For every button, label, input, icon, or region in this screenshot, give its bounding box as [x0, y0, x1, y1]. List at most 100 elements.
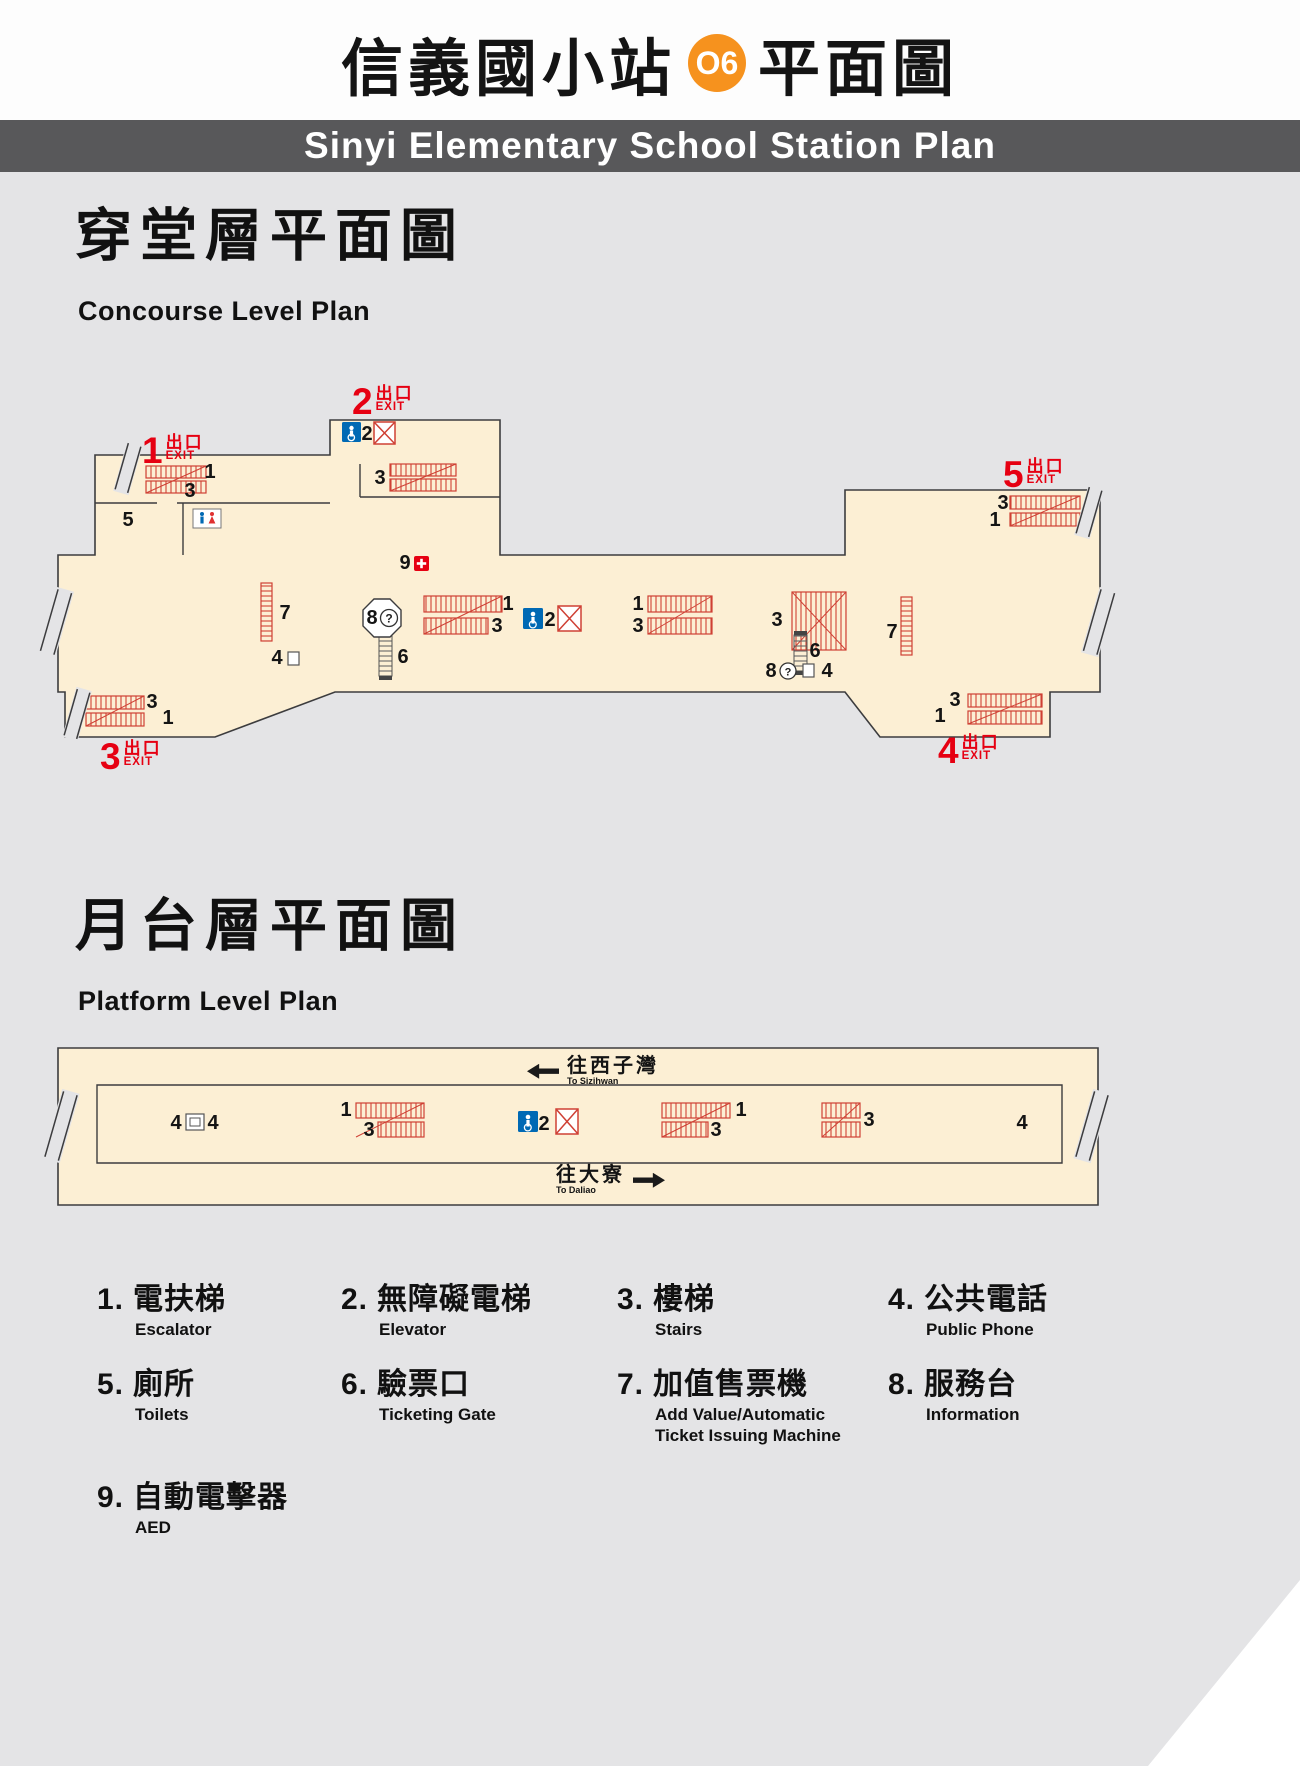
- plan-number-marker: 6: [397, 646, 409, 668]
- plan-number-marker: 3: [184, 480, 196, 502]
- stairs-icon: [821, 1102, 861, 1138]
- subtitle-text: Sinyi Elementary School Station Plan: [304, 125, 996, 166]
- plan-number-marker: 7: [886, 621, 898, 643]
- plan-number-marker: 1: [934, 705, 946, 727]
- legend-item-elevator: 2.無障礙電梯 Elevator: [341, 1283, 533, 1339]
- legend-item-escalator: 1.電扶梯 Escalator: [97, 1283, 227, 1339]
- public-phone-icon: [802, 663, 815, 678]
- legend-item-information: 8.服務台 Information: [888, 1368, 1020, 1424]
- plan-number-marker: 7: [279, 602, 291, 624]
- information-counter-icon: ?: [362, 598, 402, 638]
- page-title: 信義國小站 O6 平面圖: [0, 18, 1300, 108]
- plan-number-marker: 3: [997, 492, 1009, 514]
- concourse-heading-en: Concourse Level Plan: [78, 296, 371, 326]
- title-zh-left: 信義國小站: [340, 35, 676, 104]
- left-arrow-icon: [527, 1063, 559, 1079]
- legend-item-ticketing-gate: 6.驗票口 Ticketing Gate: [341, 1368, 496, 1424]
- plan-number-marker: 1: [162, 707, 174, 729]
- plan-number-marker: 2: [544, 609, 556, 631]
- plan-number-marker: 1: [989, 509, 1001, 531]
- plan-number-marker: 5: [122, 509, 134, 531]
- plan-number-marker: 3: [949, 689, 961, 711]
- break-mark: [113, 440, 143, 496]
- plan-number-marker: 8: [366, 607, 378, 629]
- plan-number-marker: 2: [538, 1113, 550, 1135]
- plan-number-marker: 4: [207, 1112, 219, 1134]
- ticket-machine-icon: [260, 582, 273, 642]
- legend-item-aed: 9.自動電擊器 AED: [97, 1481, 289, 1537]
- concourse-heading-zh: 穿堂層平面圖: [75, 204, 465, 268]
- escalator-icon: [355, 1102, 425, 1138]
- plan-number-marker: 3: [863, 1109, 875, 1131]
- stairs-icon: [661, 1102, 731, 1138]
- elevator-shaft-icon: [555, 1108, 579, 1135]
- break-mark: [1074, 484, 1104, 540]
- concourse-floor-outline: [57, 419, 1101, 738]
- aed-icon: [414, 556, 429, 571]
- toilets-icon: [192, 508, 222, 529]
- plan-number-marker: 3: [363, 1119, 375, 1141]
- elevator-icon: [342, 422, 361, 442]
- direction-to-sizihwan: 往西子灣 To Sizihwan: [527, 1056, 659, 1086]
- plan-number-marker: 3: [710, 1119, 722, 1141]
- elevator-shaft-icon: [373, 421, 396, 445]
- elevator-icon: [523, 608, 543, 629]
- information-counter-icon: ?: [779, 662, 797, 680]
- break-mark: [1073, 1088, 1111, 1164]
- plan-number-marker: 4: [170, 1112, 182, 1134]
- legend-item-ticket-machine: 7.加值售票機 Add Value/Automatic Ticket Issui…: [617, 1368, 841, 1446]
- subtitle-bar: Sinyi Elementary School Station Plan: [0, 120, 1300, 172]
- plan-number-marker: 1: [204, 461, 216, 483]
- public-phone-icon: [185, 1113, 205, 1131]
- escalator-icon: [967, 693, 1043, 725]
- plan-number-marker: 4: [1016, 1112, 1028, 1134]
- ticket-machine-icon: [900, 596, 913, 656]
- plan-number-marker: 3: [374, 467, 386, 489]
- title-zh-right: 平面圖: [758, 35, 960, 104]
- concourse-plan-drawing: ? ?: [37, 419, 1118, 742]
- plan-number-marker: 1: [502, 593, 514, 615]
- plan-number-marker: 3: [771, 609, 783, 631]
- platform-heading-en: Platform Level Plan: [78, 986, 339, 1016]
- escalator-icon: [389, 463, 457, 492]
- concourse-inner-walls: [95, 464, 500, 555]
- break-mark: [42, 1088, 80, 1164]
- platform-plan-drawing: [42, 1047, 1111, 1206]
- public-phone-icon: [287, 651, 300, 666]
- line-code: O6: [695, 44, 739, 81]
- plan-number-marker: 3: [632, 615, 644, 637]
- platform-heading-zh: 月台層平面圖: [75, 894, 465, 958]
- plan-number-marker: 3: [146, 691, 158, 713]
- plan-number-marker: 3: [491, 615, 503, 637]
- plan-number-marker: 4: [821, 660, 833, 682]
- page-corner-cut: [1148, 1580, 1300, 1766]
- legend-item-toilets: 5.廁所 Toilets: [97, 1368, 196, 1424]
- svg-text:?: ?: [785, 667, 792, 679]
- legend-item-stairs: 3.樓梯 Stairs: [617, 1283, 716, 1339]
- line-badge-icon: O6: [688, 34, 746, 92]
- plan-number-marker: 6: [809, 640, 821, 662]
- svg-text:?: ?: [385, 612, 392, 626]
- break-mark: [1080, 586, 1118, 658]
- right-arrow-icon: [633, 1172, 665, 1188]
- break-mark: [62, 686, 92, 742]
- stairs-icon: [647, 595, 713, 635]
- escalator-icon: [85, 695, 145, 727]
- plan-number-marker: 1: [340, 1099, 352, 1121]
- escalator-icon: [423, 595, 503, 635]
- escalator-icon: [145, 465, 207, 494]
- plan-number-marker: 1: [735, 1099, 747, 1121]
- header-band: [0, 0, 1300, 120]
- direction-to-daliao: 往大寮 To Daliao: [556, 1165, 665, 1195]
- elevator-shaft-icon: [557, 605, 582, 632]
- break-mark: [37, 586, 75, 658]
